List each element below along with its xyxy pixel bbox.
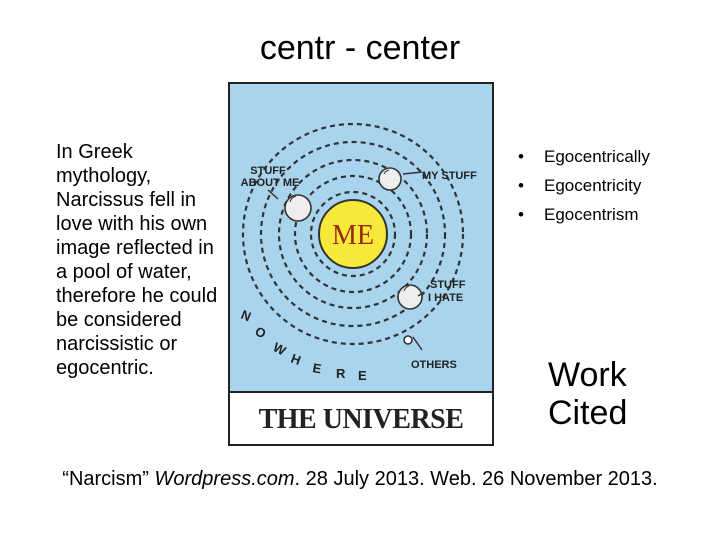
citation-title: “Narcism” — [62, 468, 155, 490]
universe-banner — [228, 391, 494, 446]
egocentric-word-list: Egocentrically Egocentricity Egocentrism — [514, 142, 714, 229]
orbit-3 — [277, 158, 429, 310]
narcissus-paragraph: In Greek mythology, Narcissus fell in lo… — [56, 141, 218, 379]
nowhere-letter: R — [336, 366, 346, 381]
me-sun — [318, 199, 388, 269]
label-stuff-i-hate-2: I HATE — [428, 292, 463, 304]
work-cited-heading: Work Cited — [548, 356, 628, 432]
bullet-item: Egocentrically — [514, 142, 714, 171]
planet-others — [403, 335, 413, 345]
bullet-item: Egocentrism — [514, 200, 714, 229]
me-label: ME — [332, 220, 374, 251]
label-my-stuff: MY STUFF — [422, 170, 477, 182]
citation: “Narcism” Wordpress.com. 28 July 2013. W… — [0, 466, 720, 492]
nowhere-letter: E — [358, 368, 367, 383]
slide-title: centr - center — [259, 29, 461, 67]
citation-details: . 28 July 2013. Web. 26 November 2013. — [294, 468, 658, 490]
universe-label: THE UNIVERSE — [259, 404, 464, 435]
orbit-1 — [309, 190, 397, 278]
label-stuff-about-me-2: ABOUT ME — [241, 177, 300, 189]
bullet-item: Egocentricity — [514, 171, 714, 200]
orbit-4 — [259, 140, 447, 328]
nowhere-letter: E — [311, 360, 322, 376]
orbit-5 — [241, 122, 465, 346]
planet-stuff-i-hate — [397, 284, 423, 310]
planet-stuff-about-me — [284, 194, 312, 222]
planet-my-stuff — [378, 167, 402, 191]
label-stuff-i-hate-1: STUFF — [430, 279, 466, 291]
citation-source: Wordpress.com — [154, 468, 295, 490]
universe-illustration: THE UNIVERSE ME STUFF ABOUT ME MY STUFF … — [228, 82, 494, 446]
label-others: OTHERS — [411, 359, 457, 371]
orbit-2 — [293, 174, 413, 294]
label-stuff-about-me-1: STUFF — [250, 165, 286, 177]
